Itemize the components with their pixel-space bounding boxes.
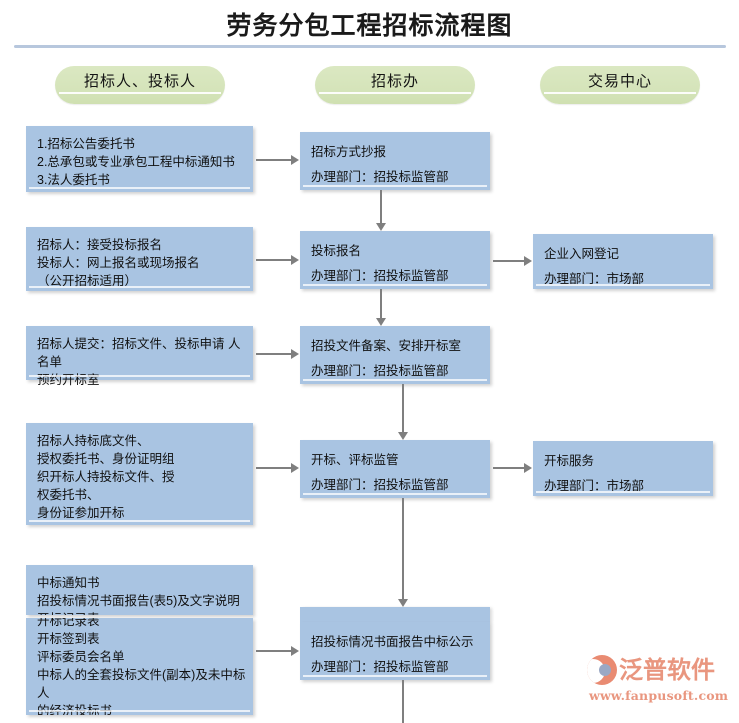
left-box-submit[interactable]: 招标人提交：招标文件、投标申请 人名单 预约开标室 [26,326,253,387]
left-box-documents-text: 1.招标公告委托书 2.总承包或专业承包工程中标通知书 3.法人委托书 [37,137,235,187]
fanpu-logo-icon [587,655,617,685]
watermark-url-label: www.fanpusoft.com [589,688,729,703]
arrowhead-right-icon [291,155,299,165]
pill-bevel [319,92,471,94]
connector-mid-flow-4 [402,498,404,599]
mid-box-method-report[interactable]: 招标方式抄报办理部门：招投标监管部 [300,132,490,190]
lane-header-bidder[interactable]: 招标人、投标人 [55,66,225,104]
left-box-result-upper[interactable]: 中标通知书 招投标情况书面报告(表5)及文字说明 开标记录表 [26,565,253,615]
left-box-submit-text: 招标人提交：招标文件、投标申请 人名单 预约开标室 [37,337,241,387]
arrowhead-down-icon [398,432,408,440]
mid-box-report-publicity-text: 招投标情况书面报告中标公示办理部门：招投标监管部 [311,635,474,674]
pill-bevel [59,92,221,94]
arrowhead-right-icon [291,255,299,265]
left-box-registration[interactable]: 招标人：接受投标报名 投标人：网上报名或现场报名 （公开招标适用） [26,227,253,291]
lane-header-bidder-label: 招标人、投标人 [83,73,196,90]
arrowhead-right-icon [291,646,299,656]
left-box-openbid-attend[interactable]: 招标人持标底文件、 授权委托书、身份证明组 织开标人持投标文件、授 权委托书、 … [26,423,253,525]
pill-bevel [544,92,696,94]
box-bevel [29,710,250,712]
arrowhead-right-icon [291,463,299,473]
connector-left-to-mid-4 [256,467,292,469]
arrowhead-down-icon [376,318,386,326]
mid-box-method-report-text: 招标方式抄报办理部门：招投标监管部 [311,145,449,184]
right-box-open-service-text: 开标服务办理部门：市场部 [544,454,645,493]
title-divider [14,45,726,48]
lane-header-office[interactable]: 招标办 [315,66,475,104]
mid-box-file-archive[interactable]: 招投文件备案、安排开标室办理部门：招投标监管部 [300,326,490,384]
left-box-result-lower-text: 开标记录表 开标签到表 评标委员会名单 中标人的全套投标文件(副本)及未中标人 … [37,618,246,715]
box-bevel [536,491,710,493]
arrowhead-right-icon [524,463,532,473]
connector-mid-flow-3 [402,384,404,432]
arrowhead-right-icon [524,256,532,266]
left-box-result-lower[interactable]: 开标记录表 开标签到表 评标委员会名单 中标人的全套投标文件(副本)及未中标人 … [26,618,253,715]
box-bevel [29,520,250,522]
lane-header-center[interactable]: 交易中心 [540,66,700,104]
page-title: 劳务分包工程招标流程图 [226,11,513,40]
arrowhead-down-icon [376,223,386,231]
connector-mid-flow-1 [380,190,382,223]
lane-header-center-label: 交易中心 [587,73,652,90]
box-bevel [303,284,487,286]
connector-left-to-mid-1 [256,159,292,161]
box-bevel [303,379,487,381]
box-bevel [303,675,487,677]
box-bevel [29,286,250,288]
connector-mid-flow-2 [380,289,382,318]
mid-box-strip-artifact [300,607,490,623]
mid-box-bid-registration[interactable]: 投标报名办理部门：招投标监管部 [300,231,490,289]
mid-box-open-evaluate[interactable]: 开标、评标监管办理部门：招投标监管部 [300,440,490,498]
watermark-fanpusoft: 泛普软件 www.fanpusoft.com [587,653,733,715]
box-bevel [303,185,487,187]
watermark-brand-label: 泛普软件 [619,656,715,684]
box-bevel [29,375,250,377]
lane-header-office-label: 招标办 [370,73,419,90]
mid-box-file-archive-text: 招投文件备案、安排开标室办理部门：招投标监管部 [311,339,462,378]
left-box-registration-text: 招标人：接受投标报名 投标人：网上报名或现场报名 （公开招标适用） [37,238,200,288]
mid-box-bid-registration-text: 投标报名办理部门：招投标监管部 [311,244,449,283]
left-box-documents[interactable]: 1.招标公告委托书 2.总承包或专业承包工程中标通知书 3.法人委托书 [26,126,253,192]
box-bevel [29,187,250,189]
mid-box-open-evaluate-text: 开标、评标监管办理部门：招投标监管部 [311,453,449,492]
watermark-brand-row: 泛普软件 [587,655,715,685]
right-box-enterprise-register[interactable]: 企业入网登记办理部门：市场部 [533,234,713,289]
connector-left-to-mid-2 [256,259,292,261]
box-bevel [536,284,710,286]
connector-left-to-mid-5 [256,650,292,652]
left-box-result-upper-text: 中标通知书 招投标情况书面报告(表5)及文字说明 开标记录表 [37,576,240,615]
right-box-open-service[interactable]: 开标服务办理部门：市场部 [533,441,713,496]
mid-box-report-publicity[interactable]: 招投标情况书面报告中标公示办理部门：招投标监管部 [300,622,490,680]
connector-mid-to-right-1 [493,260,524,262]
arrowhead-right-icon [291,349,299,359]
arrowhead-down-icon [398,599,408,607]
connector-mid-to-right-2 [493,467,524,469]
box-bevel [303,493,487,495]
connector-mid-flow-5 [402,680,404,723]
right-box-enterprise-register-text: 企业入网登记办理部门：市场部 [544,247,645,286]
connector-left-to-mid-3 [256,353,292,355]
left-box-openbid-attend-text: 招标人持标底文件、 授权委托书、身份证明组 织开标人持投标文件、授 权委托书、 … [37,434,175,520]
